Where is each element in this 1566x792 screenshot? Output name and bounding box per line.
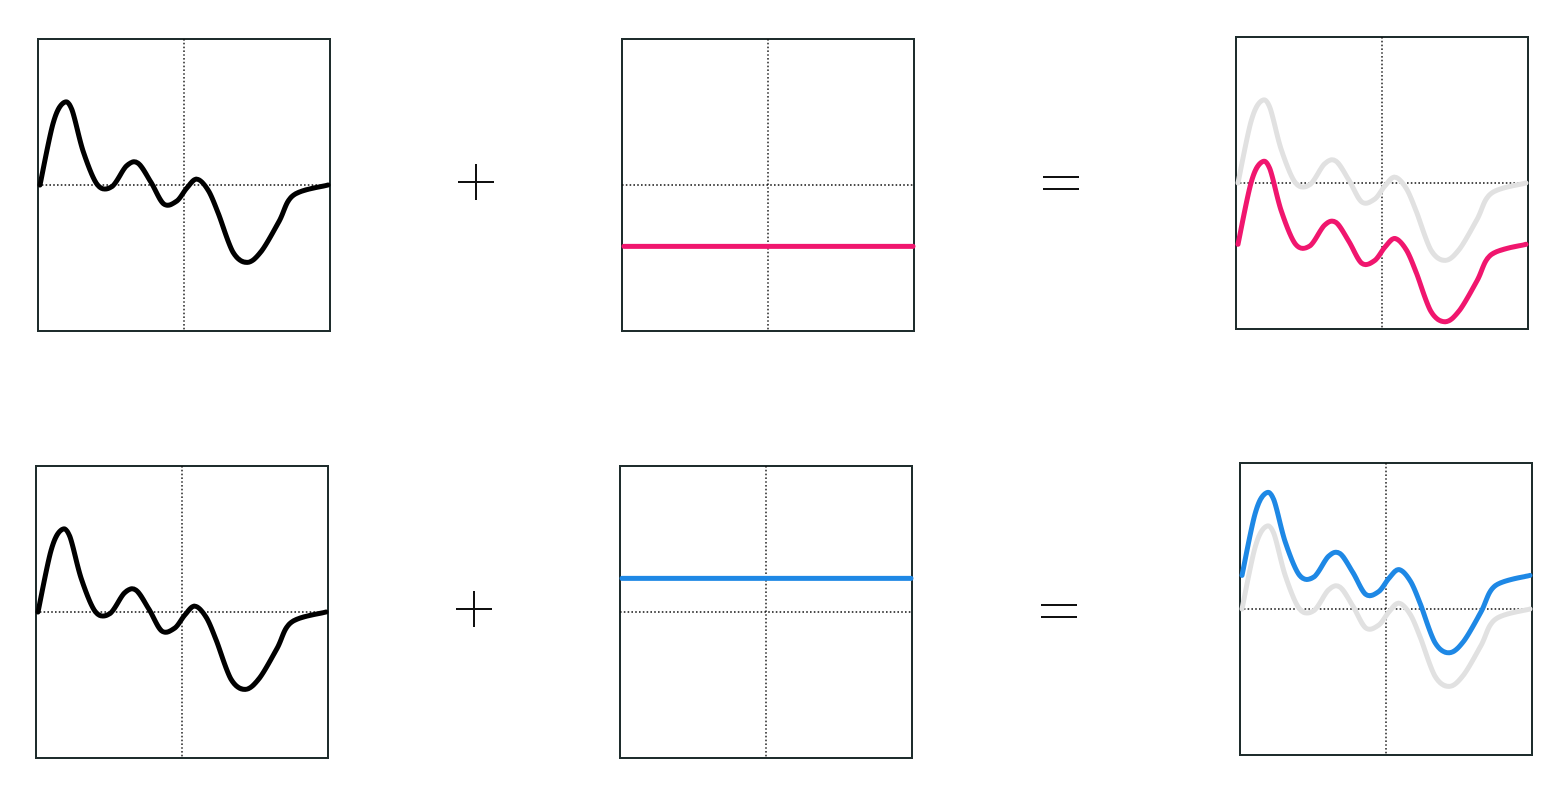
base-function-panel (35, 465, 329, 759)
plus-operator (456, 591, 492, 627)
shifted-function-curve (1235, 158, 1529, 325)
constant-function-panel (621, 38, 916, 332)
constant-function-panel (619, 465, 914, 759)
base-function-panel (37, 38, 331, 332)
row-shift-up (35, 462, 1533, 759)
shifted-function-curve (1239, 489, 1533, 656)
original-function-ghost-curve (1235, 97, 1529, 263)
equals-operator (1043, 176, 1079, 190)
sum-function-panel (1239, 462, 1533, 756)
plus-operator (458, 164, 494, 200)
original-function-ghost-curve (1239, 523, 1533, 689)
row-shift-down (37, 36, 1529, 332)
base-function-curve (37, 99, 331, 265)
equals-operator (1041, 604, 1077, 618)
sum-function-panel (1235, 36, 1529, 330)
base-function-curve (35, 526, 329, 692)
